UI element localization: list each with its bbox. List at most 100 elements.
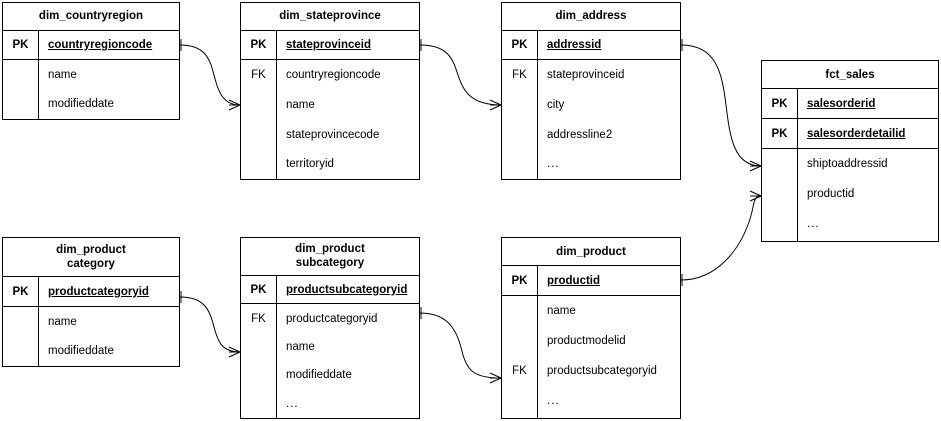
attribute-key-tag: FK <box>512 69 527 82</box>
attribute-name: productmodelid <box>547 335 626 347</box>
attribute-name: city <box>547 98 565 111</box>
key-row[interactable]: PK productid <box>502 266 680 296</box>
connector-line <box>179 296 241 353</box>
attribute-key-tag: FK <box>251 69 266 82</box>
key-tag: PK <box>762 119 798 148</box>
attribute-name: productcategoryid <box>286 312 378 325</box>
key-field-name: addressid <box>547 39 602 52</box>
attribute-name: modifieddate <box>286 369 352 382</box>
attribute-key-column <box>762 149 798 241</box>
attribute-key-column: FK <box>502 60 538 179</box>
key-row[interactable]: PK salesorderdetailid <box>762 119 938 149</box>
connector-line <box>419 312 502 379</box>
attribute-name-column: name modifieddate <box>39 307 179 366</box>
connector-line <box>680 195 762 281</box>
attribute-name: productsubcategoryid <box>547 365 657 377</box>
key-tag: PK <box>241 275 277 304</box>
relationship-product-to-sales[interactable] <box>680 190 762 286</box>
cardinality-many-marker <box>228 346 241 358</box>
connector-line <box>419 44 502 106</box>
key-row[interactable]: PK salesorderid <box>762 89 938 119</box>
key-row[interactable]: PK productcategoryid <box>3 277 179 307</box>
key-field-name: productsubcategoryid <box>286 283 408 296</box>
relationship-subcategory-to-product[interactable] <box>419 307 502 384</box>
cardinality-many-marker <box>489 99 502 111</box>
entity-title: dim_product category <box>3 238 179 278</box>
attribute-key-column: FK <box>502 296 538 418</box>
attribute-name: stateprovinceid <box>547 69 625 82</box>
attribute-name: ... <box>286 397 299 410</box>
attribute-section: FK stateprovinceid city addressline2... <box>502 60 680 179</box>
key-tag: PK <box>762 89 798 118</box>
attribute-name: modifieddate <box>48 345 114 358</box>
attribute-name-column: shiptoaddressid productid... <box>798 149 938 241</box>
attribute-name: countryregioncode <box>286 69 381 82</box>
key-field-name: salesorderid <box>807 97 876 110</box>
key-row[interactable]: PK productsubcategoryid <box>241 275 419 305</box>
attribute-name: name <box>48 315 77 328</box>
attribute-section: FK countryregioncode name stateprovincecode… <box>241 60 419 179</box>
attribute-name: stateprovincecode <box>286 128 380 141</box>
attribute-key-column: FK <box>241 60 277 179</box>
entity-title: dim_product <box>502 238 680 266</box>
attribute-name: addressline2 <box>547 128 613 141</box>
key-tag: PK <box>502 266 538 295</box>
attribute-name-column: countryregioncode name stateprovincecode te… <box>277 60 419 179</box>
key-field-name: salesorderdetailid <box>807 127 906 140</box>
attribute-key-tag: FK <box>251 312 266 325</box>
entity-title: dim_stateprovince <box>241 3 419 31</box>
entity-title: dim_product subcategory <box>241 238 419 276</box>
key-field-name: productcategoryid <box>48 285 149 298</box>
attribute-name: name <box>48 68 77 81</box>
attribute-name: shiptoaddressid <box>807 158 888 170</box>
attribute-name-column: name modifieddate <box>39 60 179 119</box>
attribute-key-column: FK <box>241 304 277 418</box>
attribute-name: ... <box>547 395 560 407</box>
key-field-name: stateprovinceid <box>286 39 371 52</box>
attribute-name: ... <box>547 158 560 171</box>
attribute-name: name <box>286 340 315 353</box>
key-tag: PK <box>3 277 39 306</box>
relationship-countryregion-to-stateprovince[interactable] <box>179 39 241 111</box>
connector-line <box>680 44 762 167</box>
attribute-name: territoryid <box>286 158 334 171</box>
cardinality-many-marker <box>749 160 762 172</box>
attribute-name-column: stateprovinceid city addressline2... <box>538 60 680 179</box>
key-field-name: productid <box>547 274 601 287</box>
key-row[interactable]: PK countryregioncode <box>3 30 179 61</box>
attribute-section: FK productcategoryid name modifieddate... <box>241 304 419 418</box>
key-tag: PK <box>241 30 277 60</box>
attribute-key-column <box>3 60 39 119</box>
attribute-name-column: productcategoryid name modifieddate... <box>277 304 419 418</box>
entity-title: dim_countryregion <box>3 3 179 31</box>
attribute-section: name modifieddate <box>3 60 179 119</box>
key-tag: PK <box>3 30 39 60</box>
attribute-key-column <box>3 306 39 366</box>
cardinality-many-marker <box>749 190 762 202</box>
attribute-key-tag: FK <box>512 365 527 377</box>
attribute-name: modifieddate <box>48 98 114 111</box>
relationship-stateprovince-to-address[interactable] <box>419 39 502 111</box>
entity-title: dim_address <box>502 3 680 31</box>
attribute-name: ... <box>807 218 820 230</box>
attribute-name: name <box>286 98 315 111</box>
attribute-name: productid <box>807 188 855 200</box>
key-field-name: countryregioncode <box>48 38 153 51</box>
relationship-productcategory-to-subcategory[interactable] <box>179 291 241 358</box>
key-row[interactable]: PK stateprovinceid <box>241 30 419 61</box>
cardinality-many-marker <box>228 99 241 111</box>
connector-line <box>179 44 241 106</box>
attribute-section: name modifieddate <box>3 306 179 366</box>
attribute-section: shiptoaddressid productid... <box>762 149 938 241</box>
relationship-address-to-sales[interactable] <box>680 39 762 172</box>
